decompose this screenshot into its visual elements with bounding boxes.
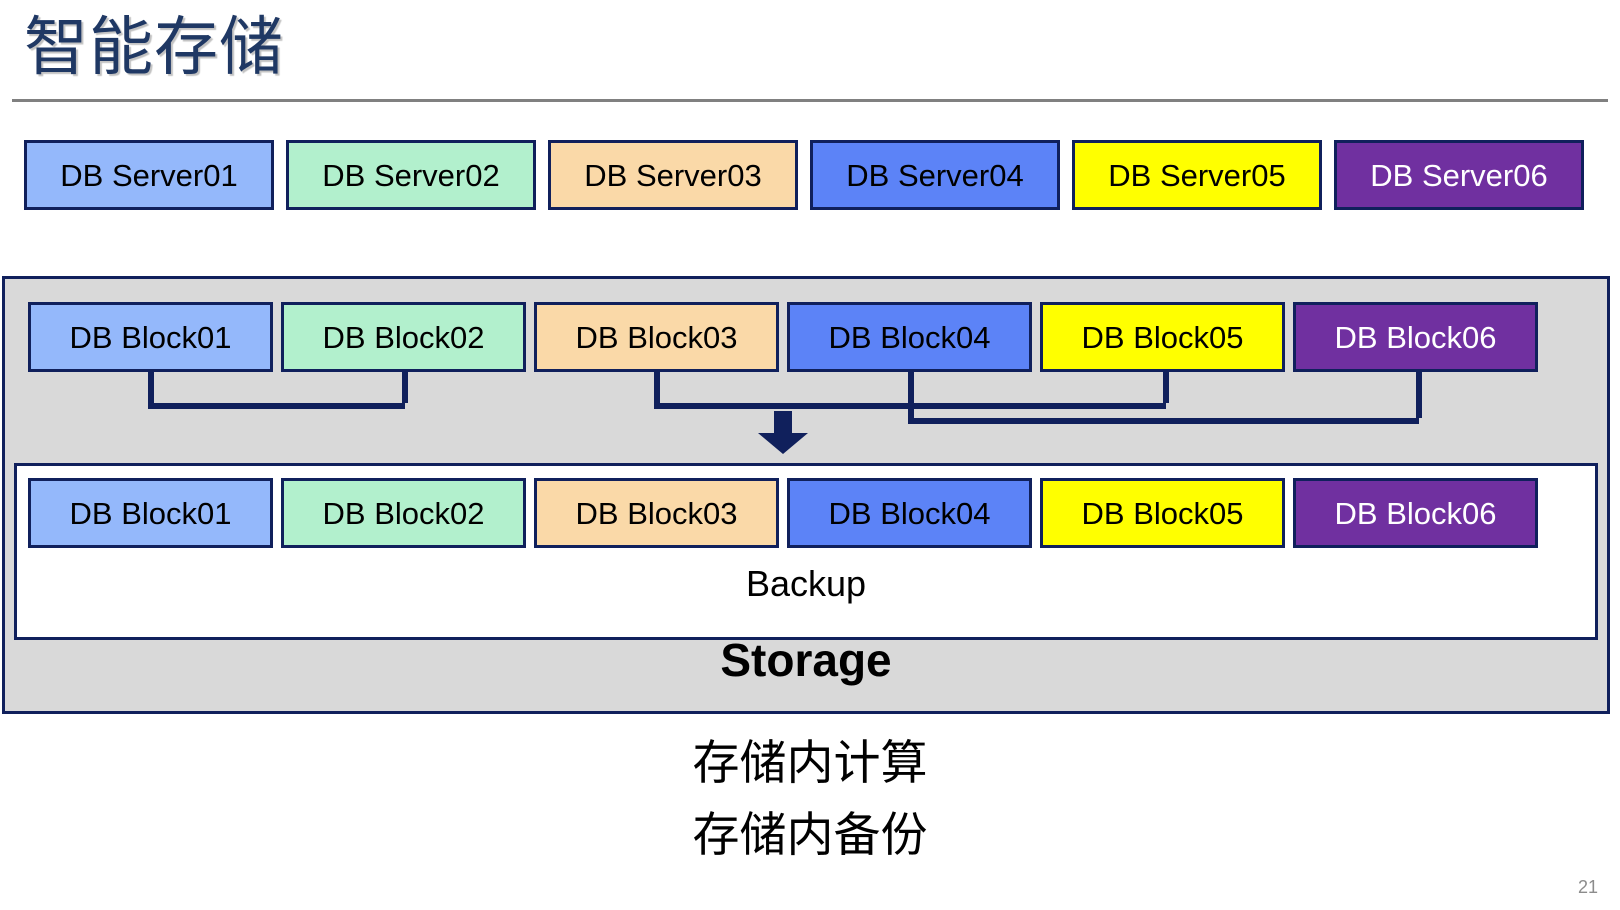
db-block-bottom-box-label: DB Block04	[828, 495, 991, 531]
db-block-bottom-box-3[interactable]: DB Block03	[534, 478, 779, 548]
db-block-top-box-4[interactable]: DB Block04	[787, 302, 1032, 372]
db-server-box-4[interactable]: DB Server04	[810, 140, 1060, 210]
page-title: 智能存储	[24, 11, 284, 83]
db-server-box-label: DB Server01	[60, 157, 238, 193]
db-block-bottom-box-5[interactable]: DB Block05	[1040, 478, 1285, 548]
caption-line-1: 存储内计算	[692, 736, 928, 791]
db-server-box-2[interactable]: DB Server02	[286, 140, 536, 210]
title-divider	[12, 99, 1608, 102]
bracket-block01-block02-segment	[148, 403, 405, 409]
db-block-bottom-box-1[interactable]: DB Block01	[28, 478, 273, 548]
page-number: 21	[1577, 877, 1598, 897]
db-block-bottom-box-2[interactable]: DB Block02	[281, 478, 526, 548]
db-block-top-box-label: DB Block02	[322, 319, 485, 355]
db-block-top-box-1[interactable]: DB Block01	[28, 302, 273, 372]
db-block-top-box-2[interactable]: DB Block02	[281, 302, 526, 372]
db-block-top-box-5[interactable]: DB Block05	[1040, 302, 1285, 372]
db-block-bottom-box-4[interactable]: DB Block04	[787, 478, 1032, 548]
db-block-top-box-label: DB Block04	[828, 319, 991, 355]
db-block-top-box-label: DB Block06	[1334, 319, 1497, 355]
bracket-block03-block05-segment	[654, 372, 660, 403]
db-server-box-6[interactable]: DB Server06	[1334, 140, 1584, 210]
caption-line-2: 存储内备份	[692, 808, 928, 863]
db-server-box-1[interactable]: DB Server01	[24, 140, 274, 210]
db-server-box-label: DB Server05	[1108, 157, 1286, 193]
down-arrow-icon	[757, 411, 809, 455]
backup-label: Backup	[745, 563, 867, 604]
bracket-block04-block06-segment	[908, 372, 914, 418]
db-server-box-label: DB Server03	[584, 157, 762, 193]
db-server-box-5[interactable]: DB Server05	[1072, 140, 1322, 210]
bracket-block04-block06-segment	[908, 418, 1419, 424]
db-block-bottom-box-6[interactable]: DB Block06	[1293, 478, 1538, 548]
db-server-box-label: DB Server02	[322, 157, 500, 193]
db-block-bottom-box-label: DB Block02	[322, 495, 485, 531]
db-server-box-label: DB Server06	[1370, 157, 1548, 193]
db-block-bottom-box-label: DB Block06	[1334, 495, 1497, 531]
db-server-box-label: DB Server04	[846, 157, 1024, 193]
db-block-top-box-label: DB Block01	[69, 319, 232, 355]
db-block-bottom-box-label: DB Block05	[1081, 495, 1244, 531]
db-block-bottom-box-label: DB Block01	[69, 495, 232, 531]
bracket-block01-block02-segment	[402, 372, 408, 403]
db-block-bottom-box-label: DB Block03	[575, 495, 738, 531]
db-server-box-3[interactable]: DB Server03	[548, 140, 798, 210]
db-block-top-box-label: DB Block05	[1081, 319, 1244, 355]
bracket-block04-block06-segment	[1416, 372, 1422, 418]
db-block-top-box-label: DB Block03	[575, 319, 738, 355]
bracket-block01-block02-segment	[148, 372, 154, 403]
bracket-block03-block05-segment	[1163, 372, 1169, 403]
db-block-top-box-6[interactable]: DB Block06	[1293, 302, 1538, 372]
db-block-top-box-3[interactable]: DB Block03	[534, 302, 779, 372]
storage-label: Storage	[720, 634, 892, 686]
